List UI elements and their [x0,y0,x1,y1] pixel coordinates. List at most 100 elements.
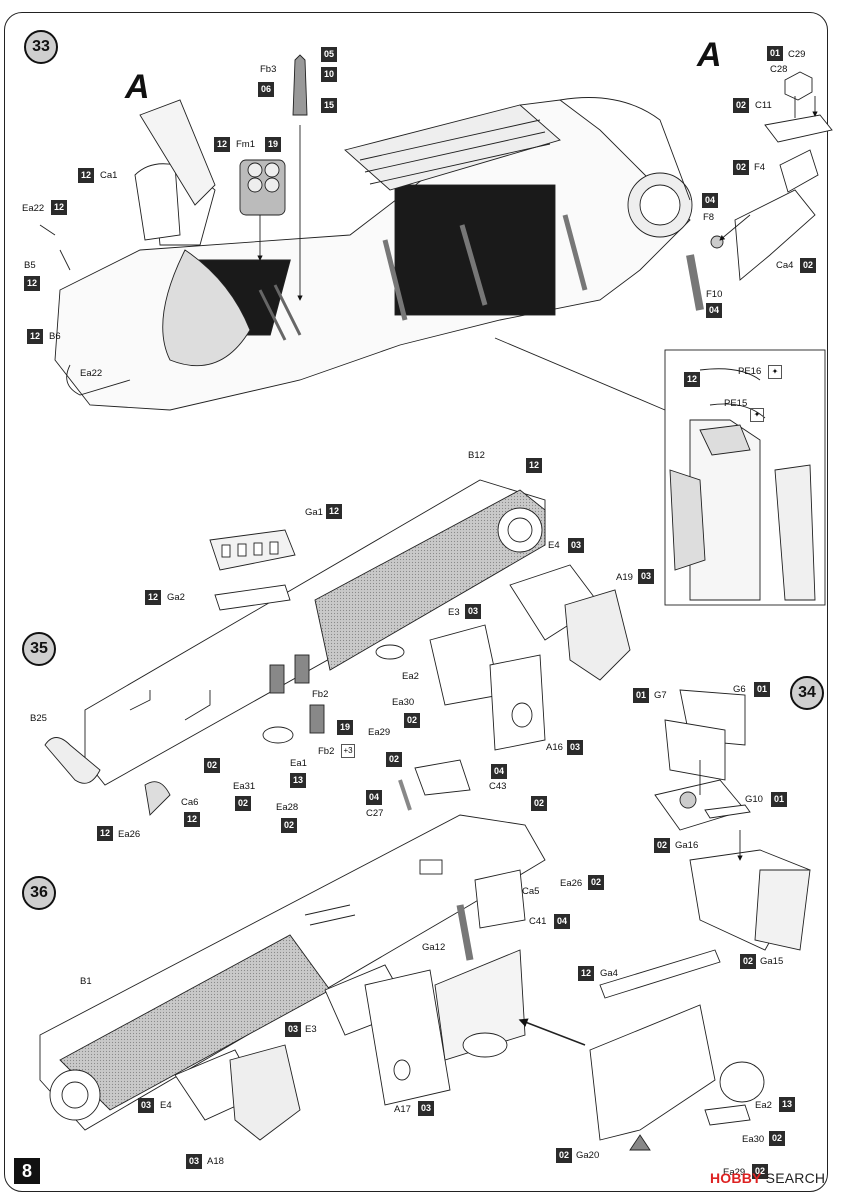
page-frame [4,12,828,1192]
label-f4: F4 [754,162,766,173]
label-c29: C29 [788,49,806,60]
badge-b25: 02 [204,758,220,773]
label-e4a: E4 [548,540,560,551]
step-number-34: 34 [790,676,824,710]
label-c41: C41 [529,916,547,927]
pe-part-icon: ✦ [750,408,764,422]
badge-ga4: 12 [578,966,594,981]
label-ea30b: Ea30 [742,1134,765,1145]
badge-e4a: 03 [568,538,584,553]
badge-e3a: 03 [465,604,481,619]
watermark-rest: SEARCH [761,1170,826,1186]
label-e3a: E3 [448,607,460,618]
label-a17: A17 [394,1104,411,1115]
label-a16: A16 [546,742,563,753]
badge-e3b: 03 [285,1022,301,1037]
badge-ea22a: 12 [51,200,67,215]
label-ea31: Ea31 [233,781,256,792]
label-b6: B6 [49,331,61,342]
label-ca6: Ca6 [181,797,199,808]
badge-fb2b: 19 [337,720,353,735]
label-fb2a: Fb2 [312,689,329,700]
badge-b15: 15 [321,98,337,113]
badge-ga1: 12 [326,504,342,519]
label-c28: C28 [770,64,788,75]
badge-ea30b: 02 [769,1131,785,1146]
decal-icon: +3 [341,744,355,758]
label-ea28: Ea28 [276,802,299,813]
label-g7: G7 [654,690,667,701]
label-ea29b: Ea29 [723,1167,746,1178]
watermark-brand: HOBBY [710,1170,762,1186]
label-ea26a: Ea26 [118,829,141,840]
label-b5: B5 [24,260,36,271]
badge-ga16: 02 [654,838,670,853]
label-ca4: Ca4 [776,260,794,271]
label-b1: B1 [80,976,92,987]
badge-g6: 01 [754,682,770,697]
label-c43: C43 [489,781,507,792]
label-a19: A19 [616,572,633,583]
badge-b6: 12 [27,329,43,344]
step36-drawing [39,814,765,1151]
label-ga16: Ga16 [675,840,699,851]
label-a18: A18 [207,1156,224,1167]
step-number-33: 33 [24,30,58,64]
badge-ea1: 13 [290,773,306,788]
badge-ca1: 12 [78,168,94,183]
badge-ea29b: 02 [752,1164,768,1179]
label-ga15: Ga15 [760,956,784,967]
label-ea1: Ea1 [290,758,307,769]
view-marker-a-left: A [125,68,150,106]
badge-fm1: 12 [214,137,230,152]
badge-ea26a: 12 [97,826,113,841]
label-ea26b: Ea26 [560,878,583,889]
badge-a16: 03 [567,740,583,755]
label-ea22b: Ea22 [80,368,103,379]
label-ca5: Ca5 [522,886,540,897]
label-ga4: Ga4 [600,968,618,979]
badge-ea30a: 02 [404,713,420,728]
badge-a19: 03 [638,569,654,584]
badge-ea28: 02 [281,818,297,833]
badge-ga15: 02 [740,954,756,969]
label-ca1: Ca1 [100,170,118,181]
badge-b12: 12 [526,458,542,473]
badge-c43: 04 [491,764,507,779]
badge-g10: 01 [771,792,787,807]
page-number: 8 [14,1158,40,1184]
label-c27: C27 [366,808,384,819]
badge-c29: 01 [767,46,783,61]
label-ea30a: Ea30 [392,697,415,708]
detail-inset [494,337,826,606]
label-b25: B25 [30,713,47,724]
label-e3b: E3 [305,1024,317,1035]
badge-ea26b: 02 [588,875,604,890]
label-e4b: E4 [160,1100,172,1111]
label-ga1: Ga1 [305,507,323,518]
step34-drawing [654,689,811,951]
step33-subassembly [686,71,833,311]
badge-g7: 01 [633,688,649,703]
label-pe16: PE16 [738,366,762,377]
badge-e4b: 03 [138,1098,154,1113]
label-c11: C11 [755,100,772,111]
badge-f10: 04 [706,303,722,318]
label-ga20: Ga20 [576,1150,600,1161]
label-g10: G10 [745,794,763,805]
badge-f4: 02 [733,160,749,175]
label-f8: F8 [703,212,715,223]
label-ea2b: Ea2 [755,1100,772,1111]
pe-part-icon: ✦ [768,365,782,379]
badge-ea2b: 13 [779,1097,795,1112]
badge-b5: 12 [24,276,40,291]
badge-f8: 04 [702,193,718,208]
badge-b05: 05 [321,47,337,62]
step-number-36: 36 [22,876,56,910]
view-marker-a-right: A [697,36,722,74]
label-ea22a: Ea22 [22,203,45,214]
label-ga2: Ga2 [167,592,185,603]
badge-ga2: 12 [145,590,161,605]
badge-ga20: 02 [556,1148,572,1163]
